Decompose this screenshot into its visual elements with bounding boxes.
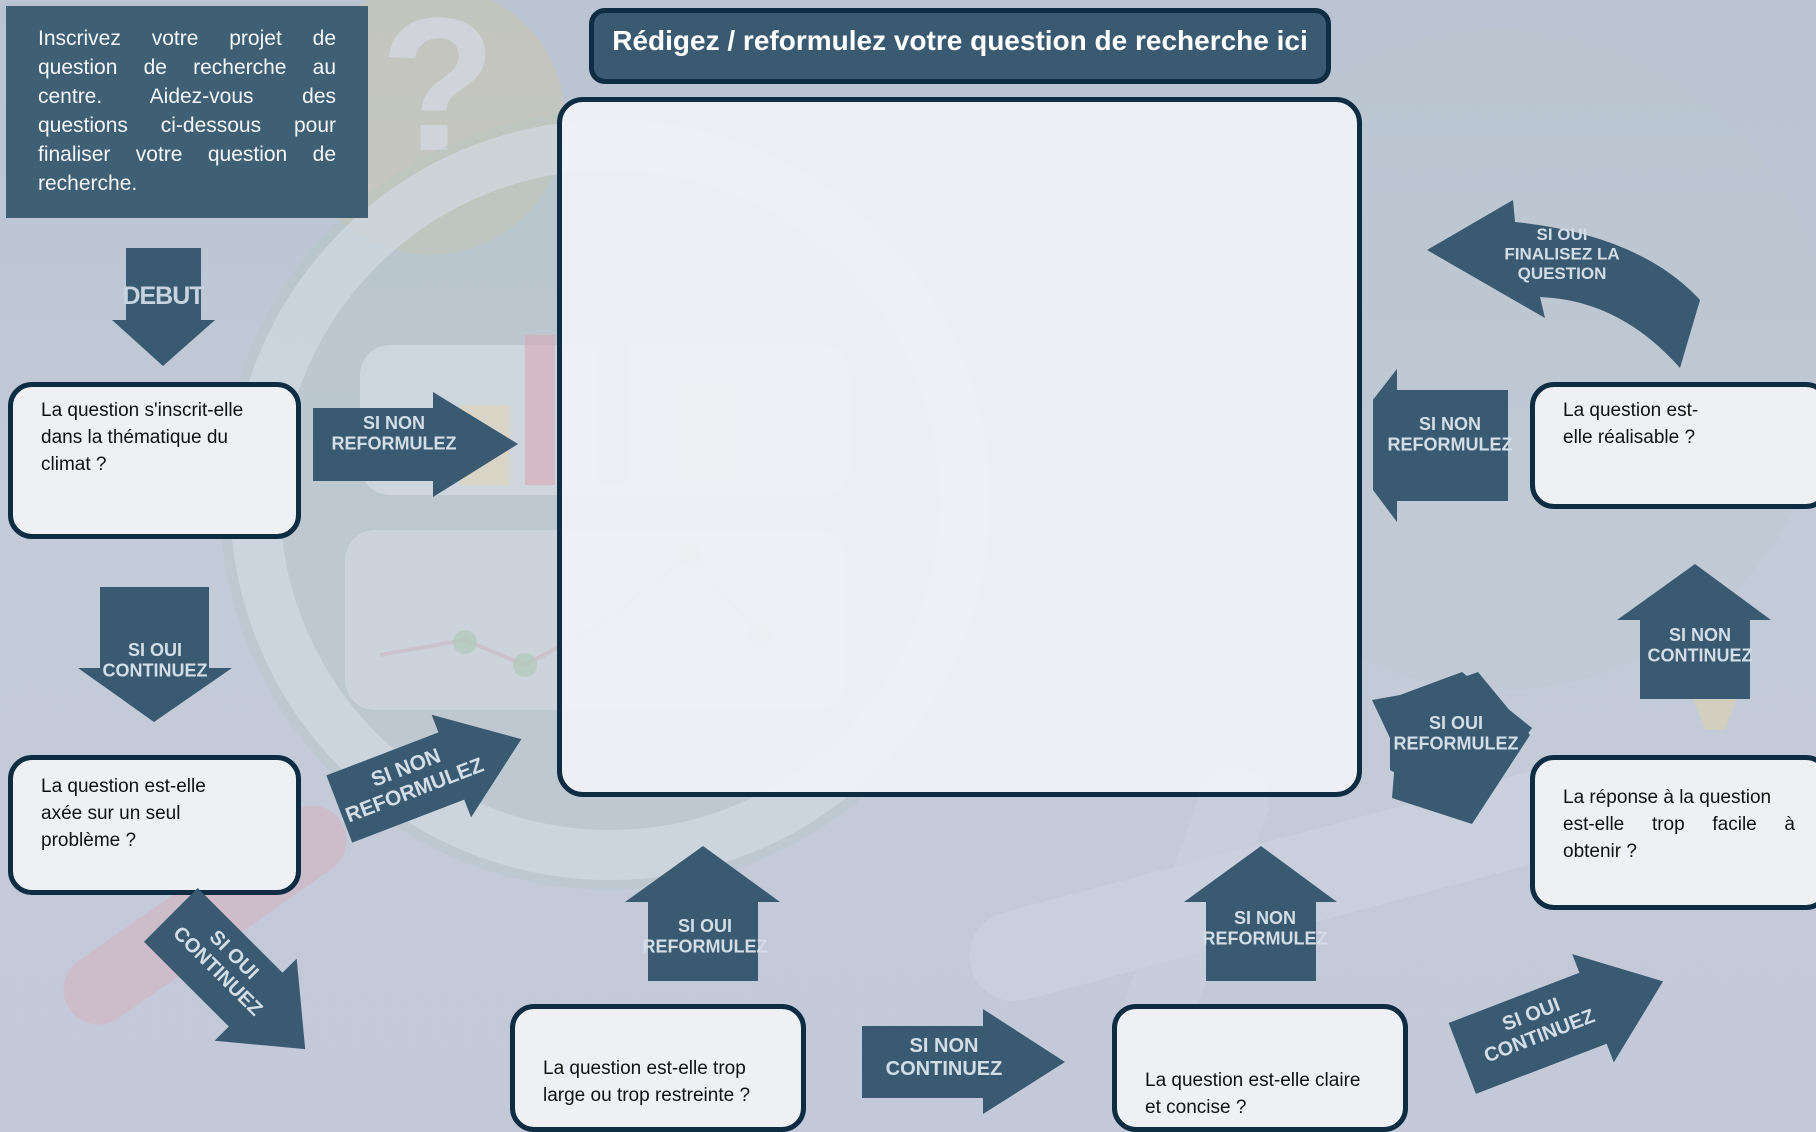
arrow-label-line: SI NON [910,1035,979,1057]
arrow-label-line: REFORMULEZ [643,937,768,957]
arrow-label-line: CONTINUEZ [1648,646,1753,666]
arrow-label-line: SI OUI [678,916,732,936]
research-question-area[interactable] [557,97,1362,797]
question-box-easy-answer: La réponse à la question est-elle trop f… [1530,755,1816,910]
arrow-label-line: DEBUT [122,282,204,310]
question-box-feasibility: La question est- elle réalisable ? [1530,382,1816,509]
arrow-label-line: CONTINUEZ [886,1058,1003,1080]
arrow-label-line: FINALISEZ LA [1504,245,1619,264]
question-box-climate-theme: La question s'inscrit-elle dans la théma… [8,382,301,539]
arrow-label-line: SI OUI [1536,225,1587,244]
arrow-label-line: SI OUI [1429,713,1483,733]
arrow-label-line: REFORMULEZ [1388,435,1513,455]
arrow-label-line: SI NON [1669,625,1731,645]
arrow-label-debut: DEBUT [122,282,204,310]
arrow-label-line: REFORMULEZ [332,434,457,454]
arrow-q2-no-reformulez: SI NONREFORMULEZ [326,714,522,843]
arrow-label-line: CONTINUEZ [103,661,208,681]
arrow-label-line: REFORMULEZ [1394,734,1519,754]
question-box-scope: La question est-elle trop large ou trop … [510,1004,806,1132]
arrow-debut: DEBUT [112,248,215,366]
question-box-clarity: La question est-elle claire et concise ? [1112,1004,1408,1132]
arrow-label-line: SI NON [1234,908,1296,928]
arrow-q2-yes-continuez: SI OUICONTINUEZ [143,887,306,1050]
arrow-label-line: SI NON [363,413,425,433]
arrow-label-line: QUESTION [1518,264,1607,283]
arrow-label-line: SI NON [1419,414,1481,434]
arrow-label-line: SI OUI [128,640,182,660]
arrow-label-line: REFORMULEZ [1203,929,1328,949]
page-title: Rédigez / reformulez votre question de r… [589,8,1331,84]
question-box-single-problem: La question est-elle axée sur un seul pr… [8,755,301,895]
instructions-text: Inscrivez votre projet de question de re… [6,6,368,218]
arrow-q4-yes-continuez: SI OUICONTINUEZ [1448,954,1664,1094]
